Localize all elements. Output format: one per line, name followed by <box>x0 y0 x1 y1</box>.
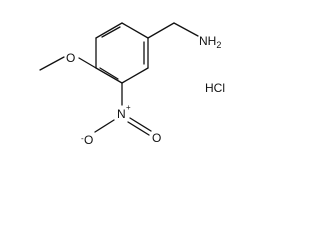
nitro-double-bond-b <box>127 121 150 136</box>
nitro-minus-charge: - <box>81 134 84 143</box>
bond-ch2-to-amine <box>173 22 199 37</box>
methoxy-oxygen-label: O <box>66 51 75 65</box>
amine-label: NH2 <box>199 34 221 50</box>
nitro-nitrogen-label: N <box>117 107 126 121</box>
bond-ring-to-ch2 <box>147 22 175 39</box>
nitro-plus-charge: + <box>126 103 131 112</box>
nitro-double-oxygen-label: O <box>152 131 161 145</box>
ring-bond-c3-c4 <box>95 67 123 84</box>
nitro-single-oxygen-label: O <box>84 133 93 147</box>
benzene-ring <box>95 22 149 84</box>
ring-bond-c2-c3 <box>121 67 149 84</box>
bond-ring-to-methoxy-oxygen <box>78 57 97 69</box>
nitro-single-bond <box>94 119 115 133</box>
hcl-salt-label: HCl <box>205 81 225 95</box>
ring-double-bond-inner-3 <box>101 26 121 38</box>
chemical-structure: NH2 O N + O - O HCl <box>39 22 225 147</box>
ring-double-bond-inner-2 <box>99 67 119 80</box>
ring-bond-c5-c6 <box>95 22 123 39</box>
bond-oxygen-to-methyl <box>39 56 65 71</box>
ring-bond-c6-c1 <box>121 22 149 39</box>
nitro-double-bond-a <box>129 117 152 132</box>
